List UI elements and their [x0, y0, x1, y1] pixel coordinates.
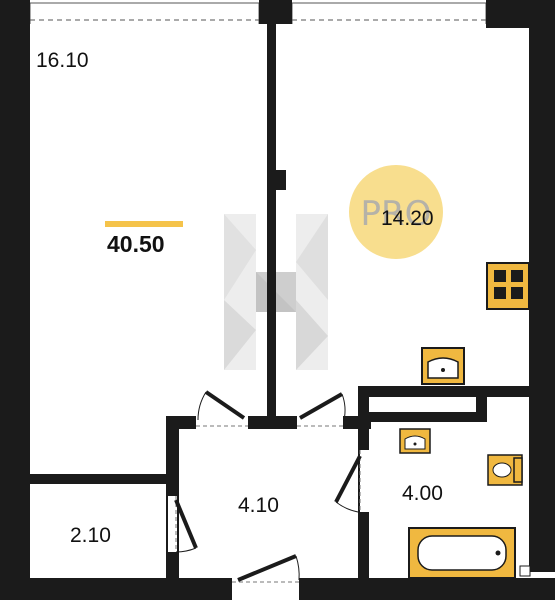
total-area: 40.50 — [107, 231, 165, 257]
door-storage[interactable] — [168, 496, 198, 553]
door-bathroom[interactable] — [334, 450, 369, 513]
door-entrance[interactable] — [232, 554, 300, 598]
door-kitchen[interactable] — [297, 392, 346, 427]
pro-watermark: PRO — [361, 194, 432, 234]
room-area-living-room: 16.10 — [36, 49, 89, 72]
logo-mark — [224, 214, 328, 370]
kitchen-sink-icon — [421, 347, 465, 385]
room-area-bathroom: 4.00 — [402, 482, 443, 505]
room-area-hallway: 4.10 — [238, 494, 279, 517]
washbasin-icon — [399, 428, 431, 454]
pro-badge — [349, 165, 443, 259]
room-area-kitchen: 14.20 — [381, 207, 434, 230]
stove-icon — [486, 262, 530, 310]
door-living-room[interactable] — [196, 390, 248, 427]
bathtub-icon — [408, 527, 516, 579]
room-area-storage: 2.10 — [70, 524, 111, 547]
toilet-icon — [487, 454, 523, 486]
total-area-accent-bar — [105, 221, 183, 227]
ventilation-shaft — [519, 565, 531, 577]
